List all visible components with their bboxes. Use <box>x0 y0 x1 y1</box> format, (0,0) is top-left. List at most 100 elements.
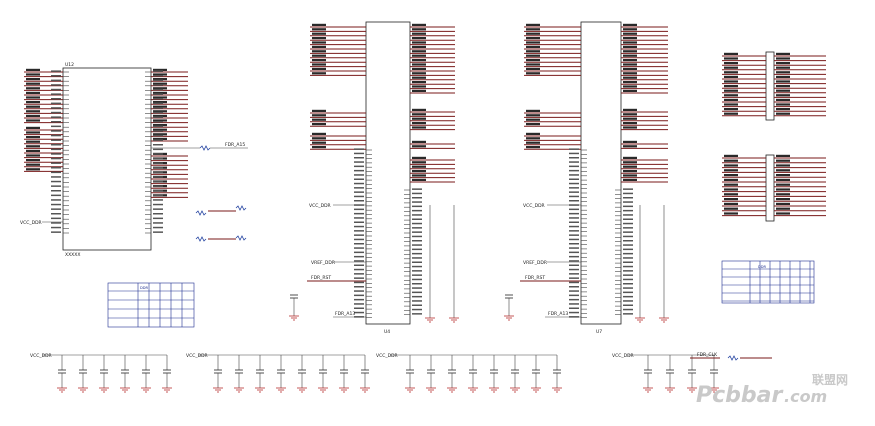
ground-symbol <box>510 387 520 393</box>
pin-name-glyph <box>153 130 163 132</box>
pin-name-glyph <box>51 70 61 72</box>
pin-name-glyph <box>412 295 422 298</box>
net-label-glyph <box>623 156 637 159</box>
net-label-glyph <box>26 110 40 113</box>
rp-bot-nets <box>722 154 826 217</box>
pin-name-glyph <box>569 217 579 219</box>
pin-name-glyph <box>412 291 422 294</box>
pin-name-glyph <box>623 188 633 190</box>
net-label-glyph <box>26 87 40 90</box>
pin-name-glyph <box>623 201 633 203</box>
net-label-glyph <box>153 114 167 117</box>
net-label-glyph <box>412 72 426 75</box>
u7-right-nets <box>621 23 668 183</box>
u4-rst-label: FDR_RST <box>311 275 331 281</box>
pin-name-glyph <box>623 295 633 298</box>
ground-symbol <box>213 387 223 393</box>
pin-name-glyph <box>51 199 61 201</box>
pin-name-glyph <box>569 298 579 301</box>
pin-name-glyph <box>153 116 163 118</box>
net-label-glyph <box>526 72 540 75</box>
cap-row-vcc-label: VCC_DDR <box>376 353 398 359</box>
decoupling-row-1: VCC_DDR <box>30 353 172 393</box>
pin-name-glyph <box>569 230 579 232</box>
net-label-glyph <box>526 63 540 66</box>
pin-name-glyph <box>51 203 61 206</box>
net-label-glyph <box>776 80 790 83</box>
pin-name-glyph <box>153 208 163 210</box>
net-label-glyph <box>412 122 426 125</box>
u7-refdes: U7 <box>596 329 602 335</box>
net-label-glyph <box>776 202 790 205</box>
pin-name-glyph <box>412 188 422 190</box>
pin-name-glyph <box>569 234 579 236</box>
net-label-glyph <box>526 32 540 35</box>
pin-name-glyph <box>569 169 579 172</box>
net-label-glyph <box>776 66 790 69</box>
net-label-glyph <box>623 174 637 177</box>
net-label-glyph <box>412 50 426 53</box>
net-label-glyph <box>412 23 426 26</box>
pin-name-glyph <box>354 225 364 228</box>
pin-name-glyph <box>354 152 364 155</box>
net-label-glyph <box>776 178 790 181</box>
pin-name-glyph <box>623 218 633 220</box>
net-label-glyph <box>776 57 790 60</box>
net-label-glyph <box>26 114 40 117</box>
pin-name-glyph <box>569 187 579 189</box>
pin-name-glyph <box>569 165 579 168</box>
pin-name-glyph <box>153 203 163 206</box>
net-label-glyph <box>526 54 540 57</box>
net-label-glyph <box>526 141 540 144</box>
ground-symbol <box>318 387 328 393</box>
net-label-glyph <box>412 161 426 164</box>
net-label-glyph <box>724 62 738 65</box>
net-label-glyph <box>623 140 637 143</box>
table-header: DDR <box>140 286 149 290</box>
pin-name-glyph <box>412 283 422 285</box>
net-label-glyph <box>26 105 40 108</box>
pin-name-glyph <box>412 214 422 216</box>
cap-row-3-parts <box>390 354 562 393</box>
net-label-glyph <box>623 23 637 26</box>
net-label-glyph <box>312 41 326 44</box>
pin-name-glyph <box>153 199 163 201</box>
ground-symbol <box>339 387 349 393</box>
net-label-glyph <box>153 91 167 94</box>
pin-name-glyph <box>623 300 633 302</box>
pin-name-glyph <box>51 102 61 105</box>
net-label-glyph <box>526 114 540 117</box>
net-label-glyph <box>26 82 40 85</box>
net-label-glyph <box>26 91 40 94</box>
cap-row-vcc-label: VCC_DDR <box>30 353 52 359</box>
ground-symbol <box>531 387 541 393</box>
pin-name-glyph <box>412 287 422 289</box>
net-label-glyph <box>526 109 540 112</box>
net-label-glyph <box>776 154 790 157</box>
pin-name-glyph <box>51 208 61 210</box>
net-label-glyph <box>312 72 326 75</box>
net-label-glyph <box>153 124 167 127</box>
pin-name-glyph <box>354 208 364 211</box>
net-label-glyph <box>623 72 637 75</box>
net-label-glyph <box>26 131 40 134</box>
pin-name-glyph <box>569 225 579 228</box>
pin-name-glyph <box>51 167 61 169</box>
pin-name-glyph <box>51 171 61 174</box>
resistor-symbol <box>235 235 247 241</box>
net-label-glyph <box>623 161 637 164</box>
ground-symbol <box>57 387 67 393</box>
ground-symbol <box>489 387 499 393</box>
pin-name-glyph <box>153 185 163 187</box>
net-label-glyph <box>412 81 426 84</box>
u7-left-nets <box>524 23 581 150</box>
u4-power-pins <box>354 148 422 319</box>
pin-name-glyph <box>623 248 633 251</box>
ground-symbol <box>665 387 675 393</box>
net-label-glyph <box>776 164 790 167</box>
net-label-glyph <box>153 68 167 71</box>
pin-name-glyph <box>569 260 579 262</box>
decoupling-row-2: VCC_DDR <box>186 353 370 393</box>
pin-name-glyph <box>153 88 163 91</box>
pin-name-glyph <box>51 157 61 160</box>
